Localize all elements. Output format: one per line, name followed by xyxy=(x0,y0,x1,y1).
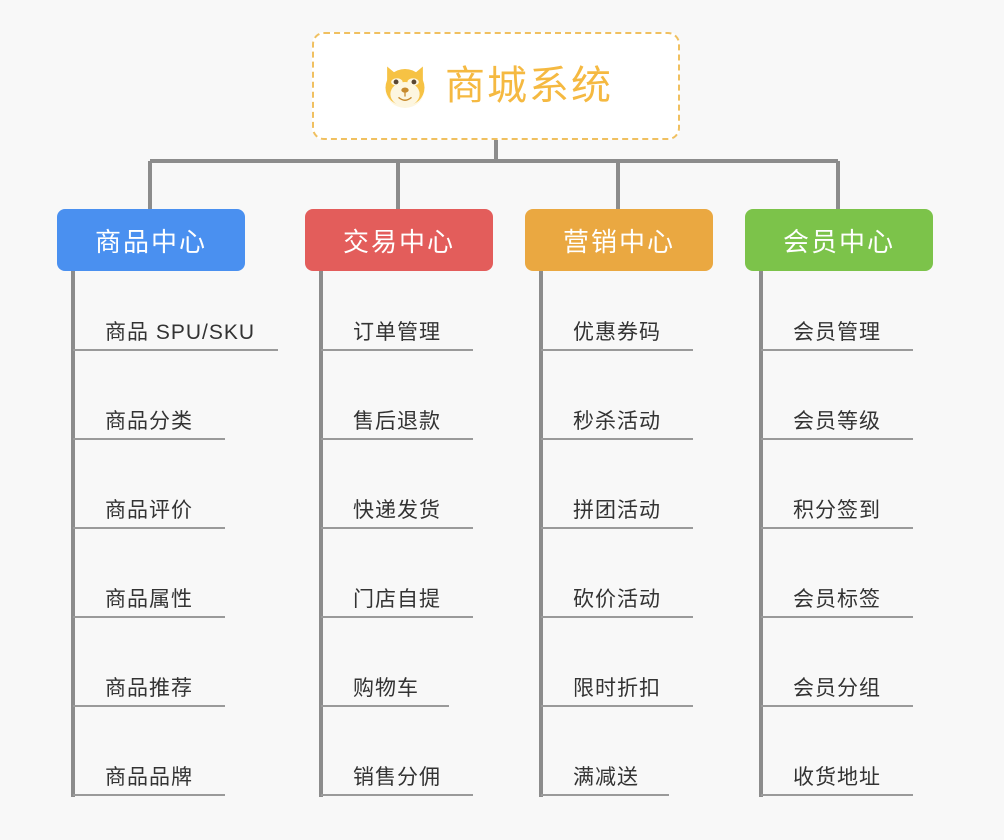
leaf-item[interactable]: 拼团活动 xyxy=(541,500,693,529)
leaf-item[interactable]: 门店自提 xyxy=(321,589,473,618)
root-node[interactable]: 商城系统 xyxy=(312,32,680,140)
category-box-2[interactable]: 营销中心 xyxy=(525,209,713,271)
leaf-item[interactable]: 优惠券码 xyxy=(541,322,693,351)
leaf-item[interactable]: 积分签到 xyxy=(761,500,913,529)
leaf-item[interactable]: 会员分组 xyxy=(761,678,913,707)
leaf-item[interactable]: 售后退款 xyxy=(321,411,473,440)
leaf-item[interactable]: 会员等级 xyxy=(761,411,913,440)
category-label: 交易中心 xyxy=(342,226,455,257)
leaf-item[interactable]: 会员标签 xyxy=(761,589,913,618)
root-title: 商城系统 xyxy=(445,64,613,108)
leaf-item[interactable]: 商品推荐 xyxy=(73,678,225,707)
category-box-0[interactable]: 商品中心 xyxy=(57,209,245,271)
category-label: 商品中心 xyxy=(94,226,207,257)
leaf-item[interactable]: 销售分佣 xyxy=(321,767,473,796)
leaf-item[interactable]: 购物车 xyxy=(321,678,449,707)
leaf-item[interactable]: 秒杀活动 xyxy=(541,411,693,440)
leaf-item[interactable]: 商品品牌 xyxy=(73,767,225,796)
leaf-item[interactable]: 商品评价 xyxy=(73,500,225,529)
leaf-item[interactable]: 快递发货 xyxy=(321,500,473,529)
category-label: 营销中心 xyxy=(562,226,675,257)
leaf-item[interactable]: 商品属性 xyxy=(73,589,225,618)
leaf-item[interactable]: 收货地址 xyxy=(761,767,913,796)
leaf-item[interactable]: 商品分类 xyxy=(73,411,225,440)
leaf-item[interactable]: 会员管理 xyxy=(761,322,913,351)
leaf-item[interactable]: 限时折扣 xyxy=(541,678,693,707)
leaf-item[interactable]: 砍价活动 xyxy=(541,589,693,618)
category-box-1[interactable]: 交易中心 xyxy=(305,209,493,271)
category-label: 会员中心 xyxy=(782,226,895,257)
leaf-item[interactable]: 满减送 xyxy=(541,767,669,796)
leaf-item[interactable]: 订单管理 xyxy=(321,322,473,351)
dog-face-icon xyxy=(379,60,431,112)
category-box-3[interactable]: 会员中心 xyxy=(745,209,933,271)
leaf-item[interactable]: 商品 SPU/SKU xyxy=(73,322,278,351)
